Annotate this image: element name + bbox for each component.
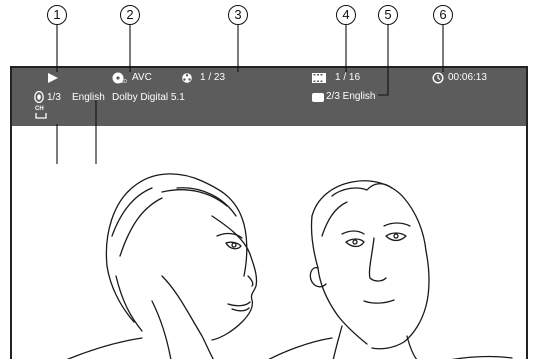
video-format-text: AVC [132,72,152,83]
subtitle-icon [312,93,324,102]
audio-format: Dolby Digital 5.1 [112,92,185,103]
audio-track: 1/3 [47,92,61,103]
title-number: 1 / 16 [335,72,360,83]
clock-icon [432,72,444,84]
callout-2: 2 [120,5,140,25]
audio-language: English [72,92,105,103]
audio-icon [34,91,44,103]
callout-3: 3 [228,5,248,25]
tv-screen: BD AVC 1 / 23 1 / 16 [10,66,528,359]
angle-badge: CH [35,106,44,112]
movie-frame-image [12,126,528,359]
title-film-icon [312,73,326,83]
callout-4: 4 [336,5,356,25]
callout-5: 5 [378,5,398,25]
title-badge: BD [120,79,127,85]
subtitle-info: 2/3 English [326,91,375,102]
callout-6: 6 [433,5,453,25]
chapter-number: 1 / 23 [200,72,225,83]
play-status-icon [48,73,58,83]
osd-info-bar: BD AVC 1 / 23 1 / 16 [12,68,526,126]
elapsed-time: 00:06:13 [448,72,487,83]
callout-1: 1 [47,5,67,25]
chapter-icon [182,73,192,83]
